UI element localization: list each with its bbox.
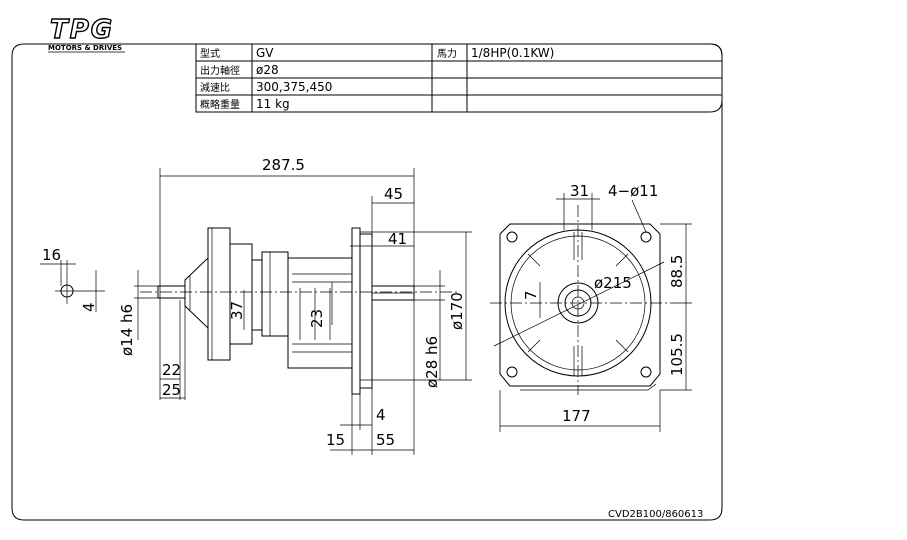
dim-4-flange: 4 bbox=[376, 406, 386, 424]
dim-177: 177 bbox=[562, 407, 591, 425]
spec-label-ratio: 減速比 bbox=[200, 81, 230, 94]
logo-text: TPG bbox=[50, 15, 114, 45]
drawing-number: CVD2B100/860613 bbox=[608, 509, 703, 520]
dim-16: 16 bbox=[42, 246, 61, 264]
dim-output-shaft: ø28 h6 bbox=[423, 336, 441, 388]
dim-key-4: 4 bbox=[80, 302, 98, 312]
dim-22: 22 bbox=[162, 361, 181, 379]
spec-value-weight: 11 kg bbox=[256, 97, 290, 111]
spec-label-model: 型式 bbox=[200, 47, 220, 60]
dim-31: 31 bbox=[570, 182, 589, 200]
dim-55: 55 bbox=[376, 431, 395, 449]
dim-37: 37 bbox=[228, 301, 246, 320]
spec-label-shaft: 出力軸徑 bbox=[200, 64, 240, 77]
spec-label-power: 馬力 bbox=[437, 47, 457, 60]
dim-45: 45 bbox=[384, 185, 403, 203]
dim-15: 15 bbox=[326, 431, 345, 449]
dim-input-shaft: ø14 h6 bbox=[118, 304, 136, 356]
dim-41: 41 bbox=[388, 230, 407, 248]
spec-value-model: GV bbox=[256, 46, 274, 60]
dim-25: 25 bbox=[162, 381, 181, 399]
dim-flange-dia: ø170 bbox=[448, 292, 466, 330]
dim-23: 23 bbox=[308, 309, 326, 328]
side-view: 287.5 45 41 ø170 ø28 h6 37 23 ø14 h6 22 bbox=[118, 156, 472, 455]
dim-holes: 4−ø11 bbox=[608, 182, 658, 200]
key-detail: 16 4 bbox=[40, 246, 105, 312]
dim-overall-length: 287.5 bbox=[262, 156, 305, 174]
spec-value-power: 1/8HP(0.1KW) bbox=[471, 46, 554, 60]
front-view: 31 4−ø11 7 ø215 88.5 105.5 177 bbox=[490, 182, 692, 432]
spec-value-shaft: ø28 bbox=[256, 63, 279, 77]
dim-88: 88.5 bbox=[668, 255, 686, 288]
spec-label-weight: 概略重量 bbox=[200, 98, 240, 111]
dim-105: 105.5 bbox=[668, 333, 686, 376]
logo-tagline: MOTORS & DRIVES bbox=[48, 44, 122, 52]
dim-7: 7 bbox=[522, 290, 540, 300]
spec-value-ratio: 300,375,450 bbox=[256, 80, 332, 94]
dim-pcd: ø215 bbox=[594, 274, 632, 292]
spec-table: 型式 GV 出力軸徑 ø28 減速比 300,375,450 概略重量 11 k… bbox=[195, 43, 723, 113]
company-logo: TPG MOTORS & DRIVES bbox=[48, 14, 125, 53]
